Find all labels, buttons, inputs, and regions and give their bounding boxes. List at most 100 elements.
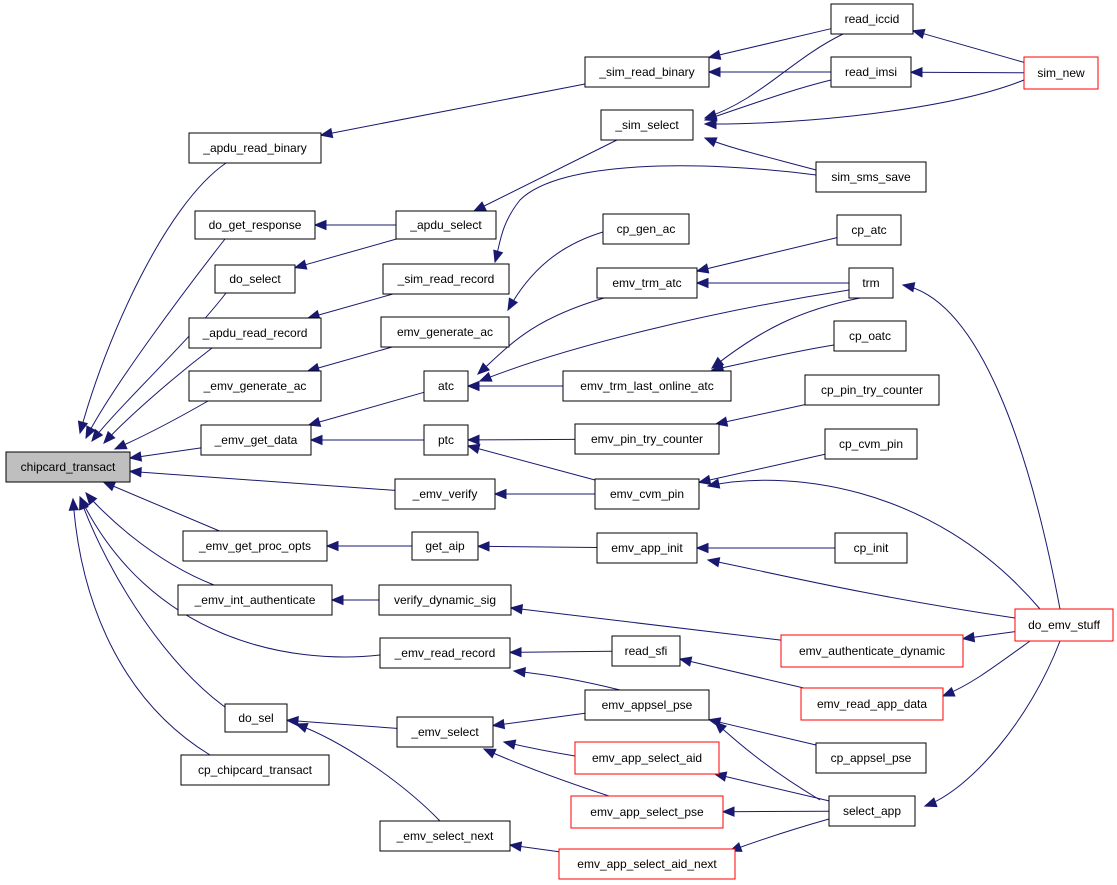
node-sim-read-record[interactable]: _sim_read_record [382, 263, 510, 295]
node-emv-generate-ac[interactable]: emv_generate_ac [380, 316, 510, 348]
edge-arrowhead [508, 646, 522, 658]
node-ptc[interactable]: ptc [423, 424, 469, 456]
node-read-sfi[interactable]: read_sfi [611, 635, 681, 667]
node-apdu-read-binary[interactable]: _apdu_read_binary [188, 132, 322, 164]
node-label: cp_oatc [849, 329, 891, 343]
node-box [423, 424, 469, 456]
edge-emv_cvm_pin-to-ptc [466, 443, 596, 481]
node-emv-read-record[interactable]: _emv_read_record [379, 637, 511, 669]
node-cp-atc[interactable]: cp_atc [836, 214, 902, 246]
node-emv-trm-atc[interactable]: emv_trm_atc [596, 267, 698, 299]
node-box [594, 478, 700, 510]
node-emv-verify[interactable]: _emv_verify [394, 478, 496, 510]
node-label: emv_authenticate_dynamic [799, 644, 945, 658]
edge-emv_authenticate_dynamic-to-verify_dynamic_sig [509, 604, 782, 641]
edge-arrowhead [309, 434, 323, 446]
node-emv-generate-ac-u[interactable]: _emv_generate_ac [188, 370, 322, 402]
node-emv-cvm-pin[interactable]: emv_cvm_pin [594, 478, 700, 510]
node-label: _apdu_read_record [202, 326, 308, 340]
node-label: ptc [438, 433, 454, 447]
node-label: emv_app_select_aid [592, 751, 702, 765]
node-label: do_get_response [209, 218, 302, 232]
node-emv-get-data[interactable]: _emv_get_data [200, 424, 312, 456]
node-box [611, 635, 681, 667]
node-cp-pin-try-counter[interactable]: cp_pin_try_counter [804, 374, 940, 406]
node-box [396, 716, 494, 748]
node-emv-select-next[interactable]: _emv_select_next [379, 820, 511, 852]
node-emv-app-init[interactable]: emv_app_init [596, 532, 698, 564]
node-apdu-select[interactable]: _apdu_select [395, 210, 497, 240]
node-box [214, 264, 296, 294]
node-sim-sms-save[interactable]: sim_sms_save [815, 161, 927, 193]
node-box [824, 428, 918, 460]
node-emv-authenticate-dynamic[interactable]: emv_authenticate_dynamic [780, 634, 964, 668]
node-sim-new[interactable]: sim_new [1023, 56, 1099, 90]
node-box [800, 687, 944, 721]
node-do-emv-stuff[interactable]: do_emv_stuff [1014, 608, 1114, 642]
node-box [596, 532, 698, 564]
node-sim-read-binary[interactable]: _sim_read_binary [584, 56, 710, 88]
node-emv-pin-try-counter[interactable]: emv_pin_try_counter [574, 423, 720, 455]
node-label: cp_gen_ac [617, 222, 676, 236]
node-cp-init[interactable]: cp_init [834, 532, 908, 564]
edge-line [467, 445, 596, 481]
edge-arrowhead [68, 497, 79, 511]
edge-read_iccid-to-sim_read_binary [707, 28, 832, 60]
node-box [5, 451, 131, 483]
node-label: do_sel [238, 711, 273, 725]
edge-emv_int_authenticate-to-chipcard_transact [85, 491, 215, 586]
node-box [200, 424, 312, 456]
node-cp-oatc[interactable]: cp_oatc [833, 320, 907, 352]
node-trm[interactable]: trm [848, 267, 894, 299]
node-emv-app-select-aid[interactable]: emv_app_select_aid [574, 741, 720, 775]
node-select-app[interactable]: select_app [828, 795, 916, 827]
node-get-aip[interactable]: get_aip [411, 531, 479, 561]
edge-emv_trm_last_online_atc-to-atc [466, 380, 563, 392]
node-label: trm [862, 276, 879, 290]
edge-emv_get_data-to-chipcard_transact [128, 447, 202, 462]
node-do-sel[interactable]: do_sel [224, 703, 288, 733]
node-emv-app-select-aid-next[interactable]: emv_app_select_aid_next [558, 848, 736, 880]
node-emv-app-select-pse[interactable]: emv_app_select_pse [570, 795, 724, 829]
node-box [182, 530, 328, 562]
node-emv-select[interactable]: _emv_select [396, 716, 494, 748]
node-do-get-response[interactable]: do_get_response [194, 210, 316, 240]
edge-line [129, 470, 396, 491]
node-box [423, 370, 469, 402]
node-label: chipcard_transact [21, 460, 116, 474]
edge-line [72, 498, 211, 756]
node-cp-chipcard-transact[interactable]: cp_chipcard_transact [180, 754, 330, 786]
node-read-imsi[interactable]: read_imsi [830, 56, 912, 88]
edge-line [513, 670, 621, 691]
node-atc[interactable]: atc [423, 370, 469, 402]
node-emv-get-proc-opts[interactable]: _emv_get_proc_opts [182, 530, 328, 562]
node-cp-cvm-pin[interactable]: cp_cvm_pin [824, 428, 918, 460]
edge-arrowhead [721, 806, 735, 817]
edge-arrowhead [507, 297, 519, 312]
edge-line [294, 238, 397, 269]
node-apdu-read-record[interactable]: _apdu_read_record [188, 317, 322, 349]
node-sim-select[interactable]: _sim_select [600, 109, 694, 141]
edge-line [708, 28, 832, 58]
edge-arrowhead [102, 481, 117, 492]
node-read-iccid[interactable]: read_iccid [830, 3, 914, 35]
node-emv-int-authenticate[interactable]: _emv_int_authenticate [177, 584, 333, 616]
node-emv-appsel-pse[interactable]: emv_appsel_pse [584, 689, 710, 721]
node-emv-read-app-data[interactable]: emv_read_app_data [800, 687, 944, 721]
node-do-select[interactable]: do_select [214, 264, 296, 294]
edge-emv_app_select_aid_next-to-emv_select_next [508, 841, 560, 853]
node-emv-trm-last-online-atc[interactable]: emv_trm_last_online_atc [562, 370, 732, 402]
edge-arrowhead [695, 277, 709, 289]
node-label: emv_generate_ac [397, 325, 493, 339]
edge-read_iccid-to-sim_select [703, 33, 844, 120]
node-verify-dynamic-sig[interactable]: verify_dynamic_sig [378, 584, 512, 616]
node-box [830, 56, 912, 88]
node-cp-appsel-pse[interactable]: cp_appsel_pse [815, 742, 927, 774]
edge-line [714, 773, 830, 802]
edge-cp_cvm_pin-to-emv_cvm_pin [697, 453, 826, 486]
edge-line [711, 297, 861, 369]
node-cp-gen-ac[interactable]: cp_gen_ac [602, 213, 690, 245]
node-chipcard-transact[interactable]: chipcard_transact [5, 451, 131, 483]
node-box [574, 423, 720, 455]
edge-sim_sms_save-to-sim_select [703, 137, 817, 171]
